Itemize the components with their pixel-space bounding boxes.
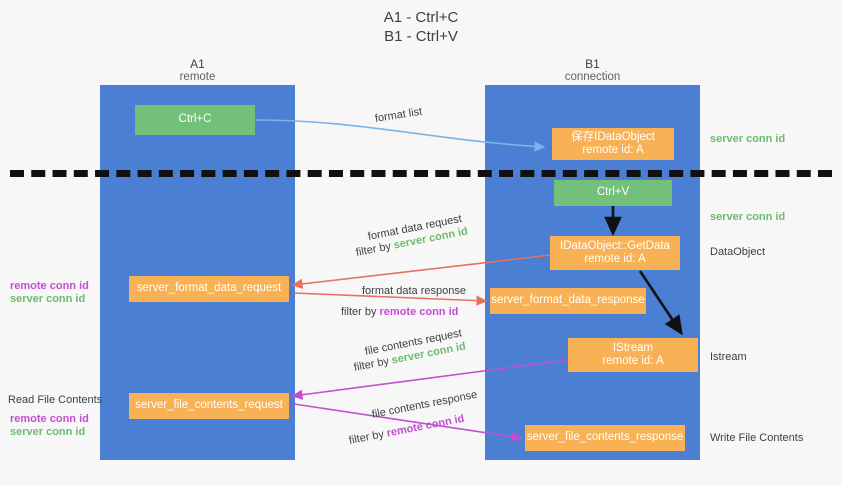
node-server-format-data-request[interactable]: server_format_data_request <box>129 276 289 302</box>
title-line-1: A1 - Ctrl+C <box>383 9 459 26</box>
node-istream-line2: remote id: A <box>602 355 664 367</box>
lane-header-a1: A1 remote <box>100 58 295 84</box>
edge-label-format-data-response: format data response <box>362 285 466 297</box>
annotation-dataobject: DataObject <box>710 246 766 258</box>
edge-label-format-list: format list <box>374 105 424 125</box>
annotation-server-conn-id-top: server conn id <box>710 133 786 145</box>
lane-header-b1-name: B1 <box>585 57 600 71</box>
diagram-title: A1 - Ctrl+C B1 - Ctrl+V <box>0 8 842 46</box>
filter-prefix: filter by <box>341 306 380 318</box>
annotation-read-file-contents: Read File Contents <box>8 394 103 406</box>
node-istream[interactable]: IStream remote id: A <box>568 338 698 372</box>
annotation-left-server-conn-id-1: server conn id <box>10 293 86 305</box>
lane-header-b1: B1 connection <box>485 58 700 84</box>
node-ctrl-c[interactable]: Ctrl+C <box>135 105 255 135</box>
node-getdata-line2: remote id: A <box>584 253 646 265</box>
node-ctrl-v[interactable]: Ctrl+V <box>554 180 672 206</box>
node-istream-line1: IStream <box>612 341 654 354</box>
annotation-left-remote-conn-id-2: remote conn id <box>10 413 89 425</box>
filter-prefix: filter by <box>347 427 388 447</box>
node-server-file-contents-request[interactable]: server_file_contents_request <box>129 393 289 419</box>
phase-divider <box>10 170 832 177</box>
node-server-file-contents-response[interactable]: server_file_contents_response <box>525 425 685 451</box>
lane-header-b1-sub: connection <box>564 71 621 83</box>
node-server-format-data-request-label: server_format_data_request <box>136 282 282 295</box>
node-idataobject-saved-line2: remote id: A <box>582 144 644 156</box>
lane-header-a1-name: A1 <box>190 57 205 71</box>
node-server-file-contents-response-label: server_file_contents_response <box>526 431 684 444</box>
node-ctrl-c-label: Ctrl+C <box>178 113 212 126</box>
node-idataobject-saved[interactable]: 保存IDataObject remote id: A <box>552 128 674 160</box>
node-idataobject-saved-line1: 保存IDataObject <box>571 130 655 143</box>
edge-label-format-data-response-filter: filter by remote conn id <box>341 305 458 319</box>
annotation-left-remote-conn-id-1: remote conn id <box>10 280 89 292</box>
node-server-format-data-response[interactable]: server_format_data_response <box>490 288 646 314</box>
node-server-format-data-response-label: server_format_data_response <box>491 294 645 307</box>
annotation-istream: Istream <box>710 351 747 363</box>
filter-prefix: filter by <box>354 239 395 259</box>
filter-key-remote-conn-id: remote conn id <box>379 306 459 318</box>
title-line-2: B1 - Ctrl+V <box>384 28 458 45</box>
node-getdata-line1: IDataObject::GetData <box>560 239 670 252</box>
node-server-file-contents-request-label: server_file_contents_request <box>135 399 283 412</box>
annotation-server-conn-id-mid: server conn id <box>710 211 786 223</box>
filter-prefix: filter by <box>352 354 393 374</box>
node-ctrl-v-label: Ctrl+V <box>596 186 630 199</box>
node-idataobject-getdata[interactable]: IDataObject::GetData remote id: A <box>550 236 680 270</box>
annotation-left-server-conn-id-2: server conn id <box>10 426 86 438</box>
lane-header-a1-sub: remote <box>179 71 216 83</box>
edge-label-file-contents-response-filter: filter by remote conn id <box>348 412 466 448</box>
annotation-write-file-contents: Write File Contents <box>710 432 804 444</box>
